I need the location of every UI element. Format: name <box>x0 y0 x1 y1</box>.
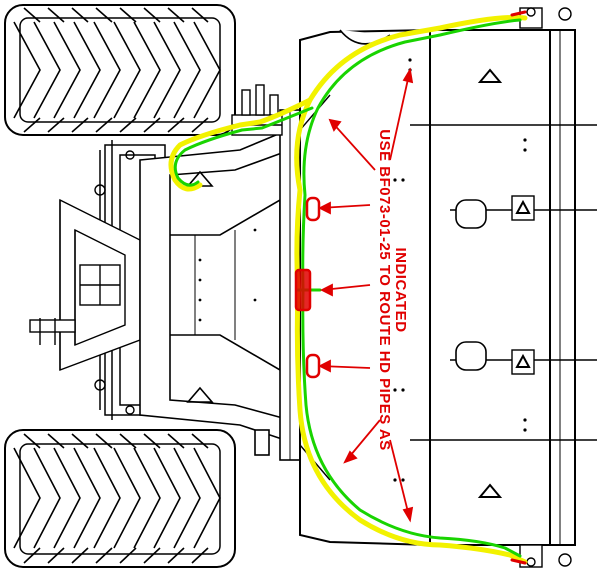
deck-bolt <box>198 58 527 482</box>
deck-slot <box>455 199 487 371</box>
mower-deck <box>299 28 576 547</box>
routing-note-line1: USE BF073-01-25 TO ROUTE HD PIPES AS <box>376 129 393 450</box>
gearbox-housing <box>139 109 301 461</box>
routing-note-line2: INDICATED <box>392 247 409 332</box>
triangle-symbol <box>477 68 531 498</box>
hose-clamp-icon <box>519 7 572 568</box>
annotation-arrow <box>317 67 414 523</box>
three-point-hitch <box>29 150 141 415</box>
bottom-tire <box>4 429 236 568</box>
top-tire <box>4 4 236 136</box>
routing-note: USE BF073-01-25 TO ROUTE HD PIPES AS IND… <box>376 129 409 450</box>
pipe-clamp-marker <box>294 196 321 379</box>
